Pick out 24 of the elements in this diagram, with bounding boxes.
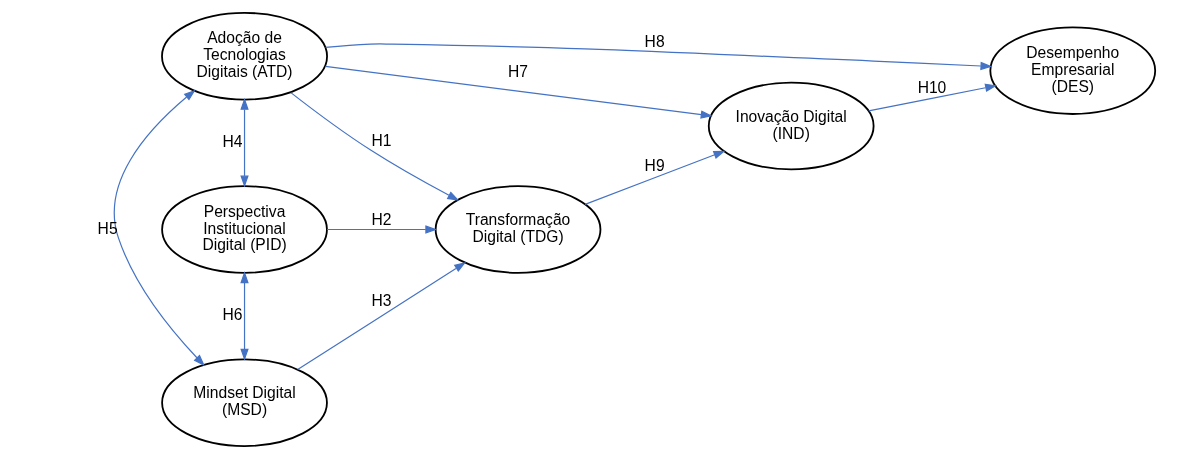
edge-label: H8 bbox=[644, 33, 665, 51]
arrow bbox=[296, 261, 466, 371]
arrow bbox=[289, 92, 459, 201]
edge-label: H6 bbox=[222, 306, 242, 324]
node-ellipse: Desempenho Empresarial (DES) bbox=[988, 26, 1156, 115]
arrow bbox=[113, 89, 205, 367]
arrow bbox=[239, 271, 249, 361]
arrow bbox=[325, 225, 437, 234]
node-ellipse: Inovação Digital (IND) bbox=[707, 81, 874, 171]
edge-label: H3 bbox=[370, 291, 391, 309]
edge-label: H4 bbox=[222, 132, 242, 150]
edge-label: H10 bbox=[917, 78, 946, 96]
edge-label: H2 bbox=[370, 211, 391, 229]
node-ellipse: Perspectiva Institucional Digital (PID) bbox=[160, 185, 328, 274]
edge-label: H9 bbox=[644, 157, 665, 175]
arrow bbox=[324, 65, 713, 119]
arrow bbox=[584, 150, 725, 205]
edge-label: H5 bbox=[97, 219, 118, 237]
arrow bbox=[239, 97, 249, 188]
edge-label: H1 bbox=[370, 131, 391, 149]
arrow bbox=[324, 43, 992, 71]
node-ellipse: Mindset Digital (MSD) bbox=[160, 358, 328, 447]
edge-label: H7 bbox=[507, 63, 528, 81]
arrow bbox=[867, 83, 997, 112]
